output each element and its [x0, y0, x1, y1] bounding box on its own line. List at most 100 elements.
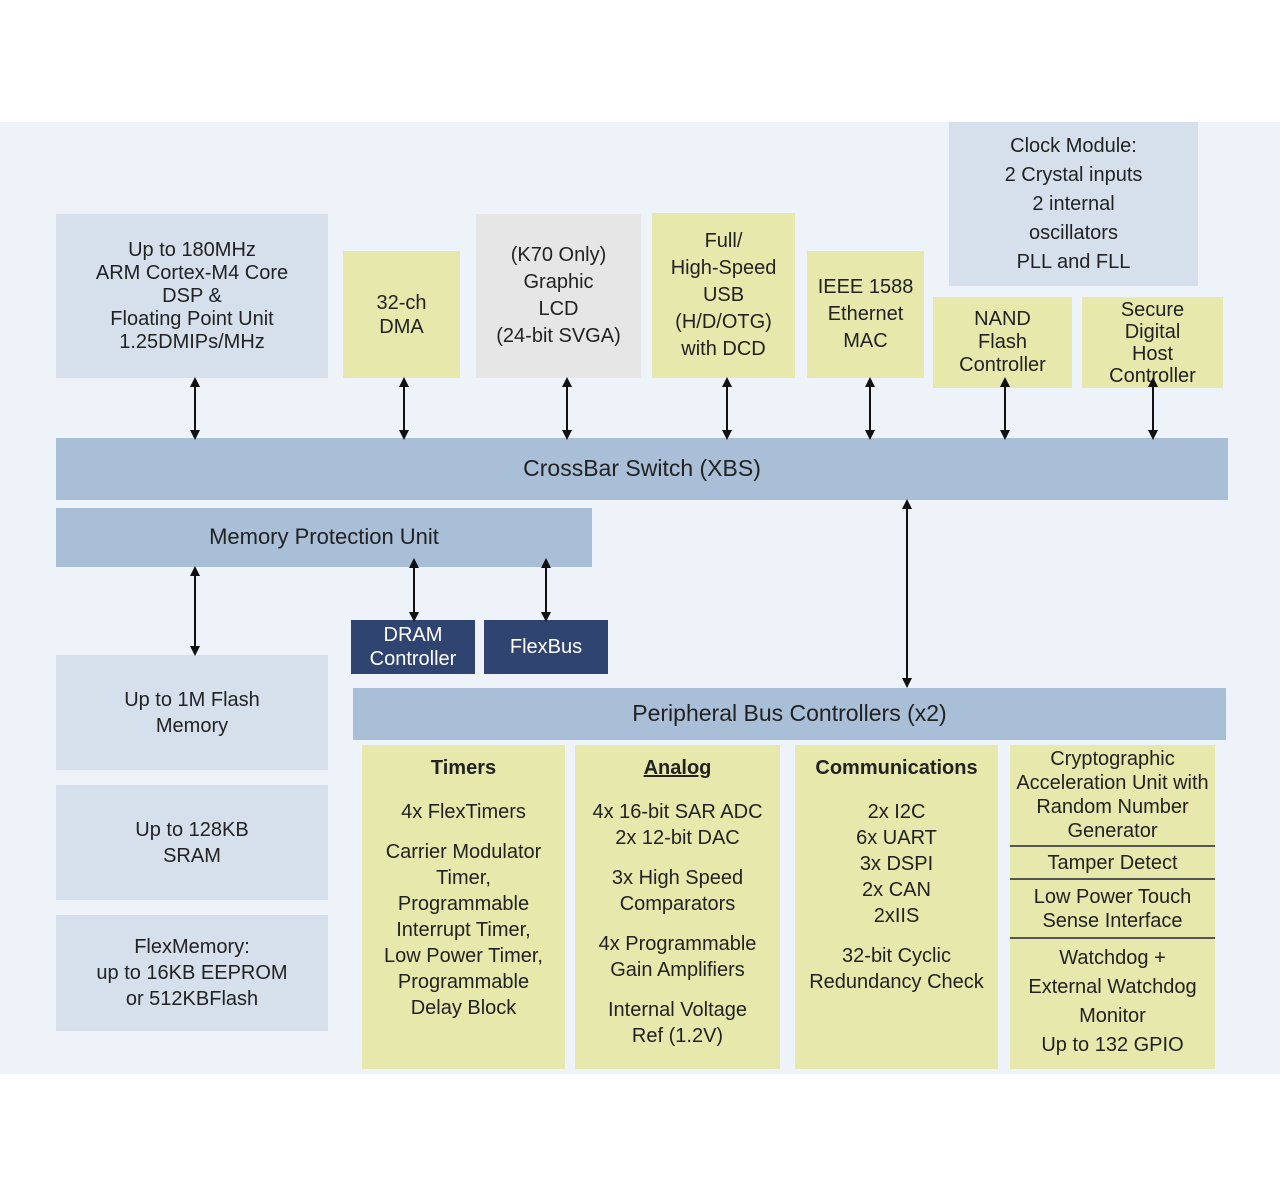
sram-line: Up to 128KB — [135, 818, 249, 841]
lcd-block: (K70 Only) Graphic LCD (24-bit SVGA) — [476, 214, 641, 378]
analog-line: 2x 12-bit DAC — [615, 827, 740, 849]
flexmemory-line: up to 16KB EEPROM — [96, 962, 288, 984]
communications-line: 3x DSPI — [859, 853, 934, 875]
ethernet-line: Ethernet — [827, 303, 904, 325]
misc-column: Cryptographic Acceleration Unit with Ran… — [1010, 745, 1215, 1069]
communications-column: Communications 2x I2C 6x UART 3x DSPI 2x… — [795, 745, 998, 1069]
usb-line: USB — [702, 284, 745, 306]
watchdog-line: External Watchdog — [1028, 976, 1197, 998]
crypto-line: Cryptographic — [1050, 748, 1175, 770]
crypto-line: Random Number — [1036, 796, 1189, 818]
clock-line: PLL and FLL — [1016, 250, 1131, 273]
lcd-line: LCD — [538, 298, 579, 320]
timers-line: Interrupt Timer, — [396, 919, 531, 941]
tamper-cell: Tamper Detect — [1010, 847, 1215, 880]
peripheral-bus-controllers: Peripheral Bus Controllers (x2) — [353, 688, 1226, 740]
sdhc-block: Secure Digital Host Controller — [1082, 297, 1223, 388]
timers-line: Low Power Timer, — [384, 945, 543, 967]
timers-line: Timer, — [436, 867, 491, 889]
communications-line: Redundancy Check — [809, 971, 984, 993]
timers-line: Programmable — [397, 893, 530, 915]
cpu-line: Floating Point Unit — [110, 307, 274, 330]
analog-line: Comparators — [619, 893, 736, 915]
communications-line: 2x CAN — [862, 879, 931, 901]
crypto-cell: Cryptographic Acceleration Unit with Ran… — [1010, 745, 1215, 847]
analog-line: 3x High Speed — [611, 867, 744, 889]
clock-line: 2 Crystal inputs — [1004, 163, 1143, 186]
dram-controller-block: DRAM Controller — [351, 620, 475, 674]
sdhc-line: Host — [1131, 342, 1174, 365]
cpu-line: 1.25DMIPs/MHz — [119, 330, 265, 353]
usb-line: High-Speed — [670, 257, 777, 279]
timers-title: Timers — [430, 757, 497, 779]
touch-line: Sense Interface — [1042, 909, 1183, 932]
analog-line: 4x 16-bit SAR ADC — [592, 801, 763, 823]
nand-flash-block: NAND Flash Controller — [933, 297, 1072, 388]
flexbus-block: FlexBus — [484, 620, 608, 674]
communications-line: 2x I2C — [867, 801, 926, 823]
crossbar-switch: CrossBar Switch (XBS) — [56, 438, 1228, 500]
clock-line: Clock Module: — [1010, 134, 1137, 157]
nand-line: Flash — [978, 331, 1027, 353]
communications-line: 32-bit Cyclic — [842, 945, 951, 967]
flexbus-label: FlexBus — [509, 636, 583, 658]
peripheral-bus-label: Peripheral Bus Controllers (x2) — [632, 700, 947, 727]
communications-line: 6x UART — [856, 827, 937, 849]
dram-line: Controller — [369, 648, 457, 670]
analog-line: 4x Programmable — [598, 933, 757, 955]
crypto-line: Acceleration Unit with — [1016, 772, 1209, 794]
flexmemory-block: FlexMemory: up to 16KB EEPROM or 512KBFl… — [56, 915, 328, 1031]
flash-line: Up to 1M Flash — [124, 688, 260, 711]
sdhc-line: Controller — [1109, 364, 1196, 387]
lcd-line: (24-bit SVGA) — [496, 325, 621, 347]
lcd-line: Graphic — [523, 271, 594, 293]
timers-line: Delay Block — [410, 997, 517, 1019]
sdhc-line: Secure — [1120, 298, 1185, 321]
usb-line: Full/ — [704, 230, 743, 252]
communications-title: Communications — [815, 757, 978, 779]
timers-line: Programmable — [397, 971, 530, 993]
clock-module: Clock Module: 2 Crystal inputs 2 interna… — [949, 122, 1198, 286]
touch-line: Low Power Touch — [1033, 885, 1192, 908]
flash-line: Memory — [155, 714, 229, 737]
watchdog-line: Monitor — [1079, 1005, 1146, 1027]
clock-line: 2 internal — [1032, 192, 1115, 215]
flexmemory-line: or 512KBFlash — [125, 988, 259, 1010]
nand-line: NAND — [974, 308, 1031, 330]
dma-line: 32-ch — [376, 291, 427, 314]
mpu-label: Memory Protection Unit — [209, 524, 439, 550]
timers-line: 4x FlexTimers — [401, 801, 526, 823]
usb-line: with DCD — [681, 338, 766, 360]
dma-block: 32-ch DMA — [343, 251, 460, 378]
usb-line: (H/D/OTG) — [675, 311, 772, 333]
clock-line: oscillators — [1029, 221, 1118, 244]
dma-line: DMA — [379, 315, 424, 338]
cpu-line: DSP & — [162, 284, 222, 307]
nand-line: Controller — [959, 354, 1046, 376]
lcd-line: (K70 Only) — [510, 244, 607, 266]
ethernet-line: MAC — [843, 330, 888, 352]
cpu-line: Up to 180MHz — [128, 238, 256, 261]
crossbar-label: CrossBar Switch (XBS) — [523, 455, 761, 482]
analog-line: Internal Voltage — [608, 999, 747, 1021]
timers-column: Timers 4x FlexTimers Carrier Modulator T… — [362, 745, 565, 1069]
watchdog-line: Watchdog + — [1059, 947, 1166, 969]
analog-column: Analog 4x 16-bit SAR ADC 2x 12-bit DAC 3… — [575, 745, 780, 1069]
watchdog-line: Up to 132 GPIO — [1041, 1034, 1184, 1056]
crypto-line: Generator — [1067, 820, 1158, 842]
analog-line: Ref (1.2V) — [631, 1025, 724, 1047]
cpu-core-block: Up to 180MHz ARM Cortex-M4 Core DSP & Fl… — [56, 214, 328, 378]
ethernet-line: IEEE 1588 — [817, 276, 914, 298]
timers-line: Carrier Modulator — [385, 841, 542, 863]
ethernet-block: IEEE 1588 Ethernet MAC — [807, 251, 924, 378]
tamper-line: Tamper Detect — [1047, 851, 1178, 874]
sram-line: SRAM — [163, 844, 221, 867]
analog-title: Analog — [643, 757, 712, 779]
touch-cell: Low Power Touch Sense Interface — [1010, 880, 1215, 939]
usb-block: Full/ High-Speed USB (H/D/OTG) with DCD — [652, 213, 795, 378]
sdhc-line: Digital — [1124, 320, 1181, 343]
flash-memory-block: Up to 1M Flash Memory — [56, 655, 328, 770]
sram-block: Up to 128KB SRAM — [56, 785, 328, 900]
analog-line: Gain Amplifiers — [610, 959, 745, 981]
